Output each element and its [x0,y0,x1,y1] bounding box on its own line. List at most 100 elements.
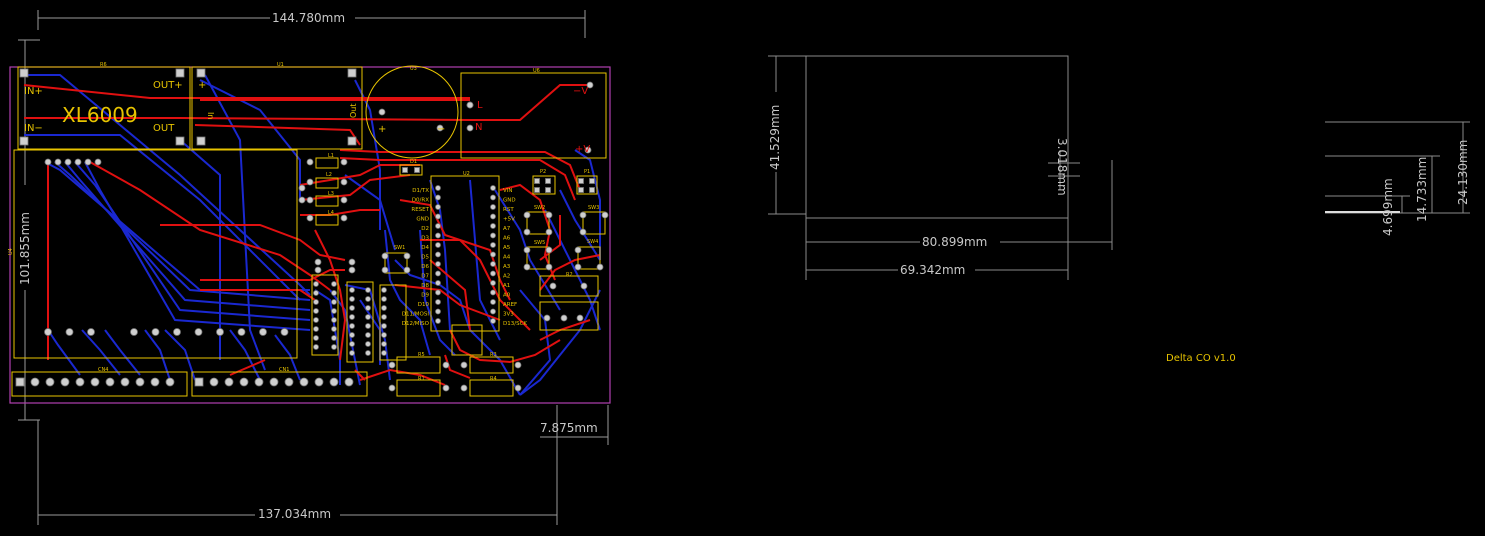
pcb-pad [490,185,496,191]
pcb-pad [344,377,354,387]
pcb-pad [596,263,604,271]
pcb-pad [435,289,441,296]
pcb-pad [514,384,522,392]
pcb-pad [313,326,319,332]
pcb-pad [466,124,474,132]
pcb-pad [196,136,206,146]
arduino-pin-label: GND [416,217,429,223]
outline-drawing-middle [768,55,1113,280]
pcb-pad [365,341,371,347]
pcb-pad [584,146,592,154]
pcb-pad [19,136,29,146]
arduino-pin-label: A0 [503,293,511,299]
pcb-pad [347,68,357,78]
pcb-pad [120,377,130,387]
pcb-pad [580,282,588,290]
pcb-pad [306,196,314,204]
pcb-pad [381,332,387,338]
pcb-pad [435,242,441,248]
pcb-pad [306,158,314,166]
pcb-pad [545,178,551,184]
pcb-pad [381,266,389,274]
ref-p1: P1 [584,169,590,175]
pcb-pad [490,194,496,201]
pcb-pad [381,314,387,320]
pcb-pad [414,167,420,173]
pcb-pad [329,377,339,387]
pcb-pad [381,341,387,347]
pcb-pad [45,377,55,387]
pcb-pad [135,377,145,387]
ref-d1: D1 [410,159,417,165]
pcb-pad [381,350,387,356]
u3-plus-label: + [378,124,386,135]
pcb-pad [150,377,160,387]
pcb-pad [165,377,175,387]
arduino-pin-label: D10 [418,302,430,308]
ref-l1: L1 [328,153,334,159]
ref-r2: R2 [566,272,573,278]
pcb-pad [348,258,356,266]
pcb-pad [381,252,389,260]
arduino-pin-label: D5 [421,255,429,261]
pcb-pad [348,266,356,274]
pcb-pad [579,211,587,219]
pcb-pad [313,308,319,314]
pcb-pad [314,258,322,266]
pcb-pad [349,350,355,356]
pcb-pads [15,68,609,392]
pcb-pad [314,266,322,274]
pcb-pad [403,266,411,274]
u1-out-label: Out [349,103,358,118]
pcb-pad [237,328,246,336]
pcb-pad [523,211,531,219]
arduino-pin-label: A6 [503,236,511,242]
pcb-pad [460,361,468,369]
arduino-pin-label: D3 [421,236,429,242]
pcb-pad [209,377,219,387]
arduino-pin-label: D6 [421,264,429,270]
pcb-pad [514,361,522,369]
pcb-pad [490,213,496,220]
arduino-pin-label: 3V3 [503,312,514,318]
pcb-pad [402,167,408,173]
arduino-pin-label: A2 [503,274,510,280]
arduino-pin-label: D13/SCK [503,321,527,327]
dimension-left-height [18,39,40,421]
pcb-pad [523,246,531,254]
pcb-pad [490,242,496,248]
pcb-pad [331,335,337,341]
arduino-pin-label: RST [503,207,514,213]
psu-n-label: N [475,122,482,133]
arduino-pin-label: D4 [421,245,429,251]
out-label: OUT [153,123,175,134]
pcb-pad [545,187,551,193]
ref-u2: U2 [463,171,470,177]
pcb-pad [64,158,72,166]
pcb-pad [280,328,289,336]
pcb-pad [490,223,496,229]
pcb-pad [365,323,371,329]
arduino-pin-label: D0/RX [412,198,429,204]
pcb-pad [151,328,160,336]
pcb-pad [601,211,609,219]
arduino-pin-label: +5V [503,217,515,223]
dimension-bottom-width-label: 137.034mm [258,507,331,521]
pcb-pad [442,361,450,369]
board-title-text: Delta CO v1.0 [1166,353,1236,364]
pcb-pad [490,318,496,324]
pcb-pad [523,228,531,236]
pcb-pad [306,178,314,186]
pcb-pad [331,290,337,296]
pcb-pad [60,377,70,387]
pcb-pad [94,158,102,166]
arduino-pin-label: A7 [503,226,511,232]
pcb-pad [534,187,540,193]
pcb-pad [490,308,496,315]
pcb-pad [44,158,52,166]
pcb-pad [381,296,387,302]
pcb-pad [365,350,371,356]
pcb-pad [435,204,441,210]
pcb-pad [490,261,496,267]
